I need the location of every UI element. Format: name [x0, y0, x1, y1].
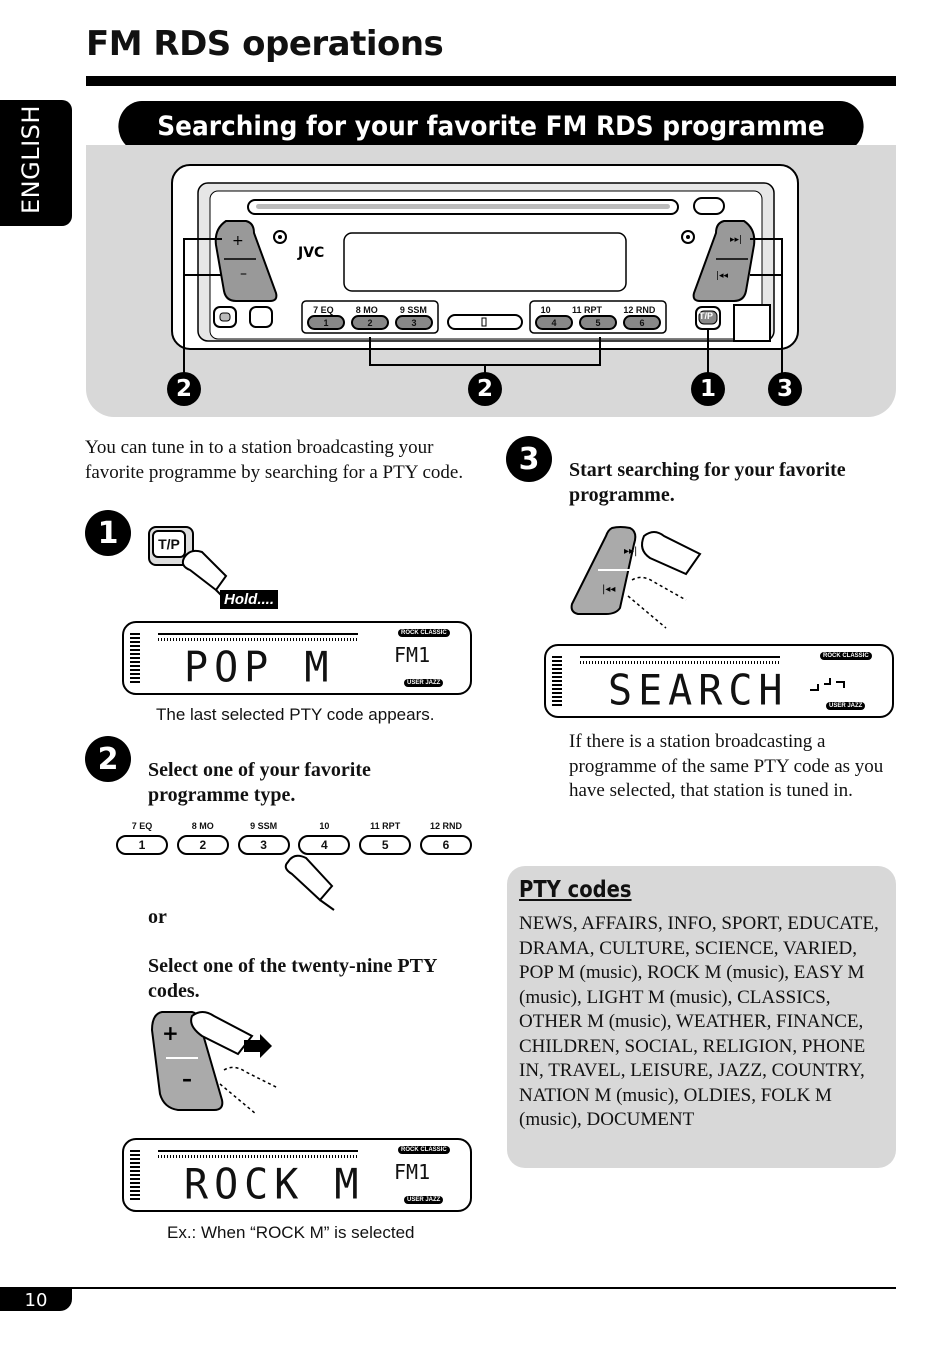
footer-rule [0, 1287, 896, 1289]
lcd-level-meter [130, 1150, 140, 1200]
lcd-main-text: POP M [184, 643, 335, 693]
callout-number: 2 [468, 372, 502, 406]
panel-preset-3-button[interactable]: 3 [395, 315, 433, 330]
lcd-user-jazz: USER JAZZ [404, 679, 444, 687]
lcd-bar [158, 638, 358, 641]
control-panel-illustration: + – ▸▸| |◂◂ JVC [171, 164, 799, 385]
svg-text:–: – [240, 266, 247, 282]
lcd-bar [580, 656, 780, 658]
lcd-search-animation [810, 678, 845, 691]
lcd-bar [158, 633, 358, 635]
step-2-title: Select one of your favorite programme ty… [148, 759, 371, 806]
svg-text:▸▸|: ▸▸| [624, 546, 637, 557]
lcd-main-text: ROCK M [184, 1160, 365, 1210]
finger-press-icon [284, 854, 335, 911]
preset-5-button[interactable]: 5 [359, 835, 412, 855]
panel-preset-label: 10 [540, 305, 551, 315]
lcd-band-text: FM1 [394, 643, 431, 667]
preset-4-button[interactable]: 4 [298, 835, 351, 855]
panel-preset-buttons-left: 1 2 3 [304, 315, 436, 330]
pty-codes-list: NEWS, AFFAIRS, INFO, SPORT, EDUCATE, DRA… [519, 913, 879, 1130]
step-3-text: If there is a station broadcasting a pro… [569, 731, 884, 801]
pty-codes-box [507, 866, 896, 1168]
panel-preset-label: 7 EQ [313, 305, 334, 315]
svg-text:▸▸|: ▸▸| [730, 235, 742, 245]
page-title: FM RDS operations [86, 24, 444, 64]
step-3-title: Start searching for your favorite progra… [569, 459, 846, 506]
lcd-rock-classic: ROCK CLASSIC [398, 629, 450, 637]
lcd-main-text: SEARCH [608, 666, 789, 716]
step-2-title-alt: Select one of the twenty-nine PTY codes. [148, 955, 437, 1002]
svg-text:|◂◂: |◂◂ [602, 584, 615, 595]
panel-preset-6-button[interactable]: 6 [623, 315, 661, 330]
panel-preset-5-button[interactable]: 5 [579, 315, 617, 330]
tp-button[interactable]: T/P [152, 530, 186, 558]
lcd-bar [158, 1155, 358, 1158]
svg-text:+: + [232, 233, 244, 249]
pty-codes-heading: PTY codes [519, 877, 632, 903]
panel-preset-label: 9 SSM [399, 305, 427, 315]
panel-preset-group-right: 10 11 RPT 12 RND [530, 305, 666, 315]
lcd-display-rock-m: ROCK M FM1 ROCK CLASSIC USER JAZZ [122, 1138, 472, 1212]
preset-label: 12 RND [429, 821, 462, 831]
panel-preset-4-button[interactable]: 4 [535, 315, 573, 330]
lcd-display-pop-m: POP M FM1 ROCK CLASSIC USER JAZZ [122, 621, 472, 695]
panel-tp-label: T/P [699, 311, 714, 321]
hold-label: Hold.... [220, 590, 278, 609]
panel-preset-1-button[interactable]: 1 [307, 315, 345, 330]
seek-rocker-illustration: ▸▸| |◂◂ [570, 526, 702, 629]
language-tab-label: ENGLISH [17, 105, 45, 214]
language-tab [0, 100, 72, 226]
panel-preset-group-left: 7 EQ 8 MO 9 SSM [302, 305, 438, 315]
lcd-rock-classic: ROCK CLASSIC [398, 1146, 450, 1154]
lcd-band-text: FM1 [394, 1160, 431, 1184]
step-2-number: 2 [85, 736, 131, 782]
title-rule [86, 76, 896, 86]
lcd-level-meter [130, 633, 140, 683]
lcd-bar [158, 1150, 358, 1152]
panel-preset-label: 8 MO [355, 305, 378, 315]
preset-3-button[interactable]: 3 [237, 835, 290, 855]
brand-logo: JVC [297, 245, 324, 261]
preset-6-button[interactable]: 6 [419, 835, 472, 855]
preset-label: 8 MO [191, 821, 214, 831]
lcd-user-jazz: USER JAZZ [404, 1196, 444, 1204]
step-1-caption: The last selected PTY code appears. [156, 705, 435, 724]
panel-preset-2-button[interactable]: 2 [351, 315, 389, 330]
step-2-or: or [148, 906, 167, 928]
panel-preset-label: 11 RPT [571, 305, 602, 315]
lcd-bar [580, 661, 780, 664]
panel-preset-label: 12 RND [623, 305, 656, 315]
step-2-caption: Ex.: When “ROCK M” is selected [167, 1223, 415, 1242]
step-2-preset-buttons: 1 2 3 4 5 6 [116, 835, 472, 855]
page-number: 10 [0, 1289, 72, 1311]
lcd-user-jazz: USER JAZZ [826, 702, 866, 710]
preset-label: 9 SSM [250, 821, 278, 831]
svg-text:|◂◂: |◂◂ [716, 271, 729, 281]
preset-2-button[interactable]: 2 [176, 835, 229, 855]
svg-text:+: + [162, 1021, 179, 1045]
preset-label: 11 RPT [370, 821, 401, 831]
preset-label: 10 [319, 821, 330, 831]
lcd-level-meter [552, 656, 562, 706]
callout-number: 2 [167, 372, 201, 406]
rocker-finger-illustration: + – [150, 1011, 279, 1115]
intro-text: You can tune in to a station broadcastin… [85, 437, 464, 483]
section-banner: Searching for your favorite FM RDS progr… [118, 101, 864, 152]
lcd-display-search: SEARCH ROCK CLASSIC USER JAZZ [544, 644, 894, 718]
step-1-number: 1 [85, 510, 131, 556]
preset-1-button[interactable]: 1 [116, 835, 168, 855]
callout-number: 1 [691, 372, 725, 406]
panel-preset-buttons-right: 4 5 6 [532, 315, 664, 330]
preset-label: 7 EQ [131, 821, 153, 831]
callout-number: 3 [768, 372, 802, 406]
svg-text:–: – [182, 1067, 192, 1091]
lcd-rock-classic: ROCK CLASSIC [820, 652, 872, 660]
step-2-preset-labels: 7 EQ 8 MO 9 SSM 10 11 RPT 12 RND [116, 821, 472, 831]
step-3-number: 3 [506, 436, 552, 482]
